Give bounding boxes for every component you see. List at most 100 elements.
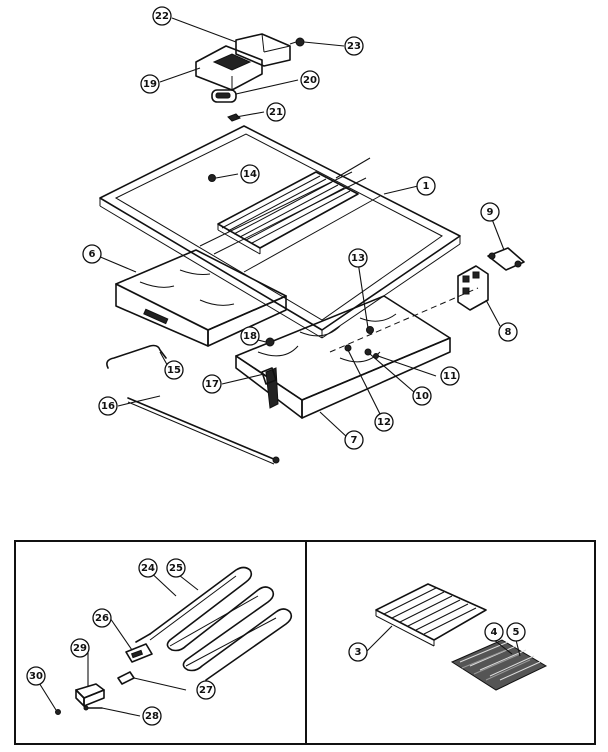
callout-circle — [240, 326, 260, 346]
leader-lines-left-panel — [35, 567, 199, 717]
part-pan-6 — [115, 249, 287, 347]
callout-number: 6 — [89, 249, 96, 260]
callout-4: 4 — [484, 622, 504, 642]
callout-circle — [240, 164, 260, 184]
callout-circle — [344, 36, 364, 56]
callout-23: 23 — [344, 36, 364, 56]
callout-24: 24 — [138, 558, 158, 578]
callout-number: 15 — [167, 365, 181, 376]
part-hardware-10-13 — [344, 326, 379, 359]
callout-number: 1 — [423, 181, 430, 192]
callout-circle — [82, 244, 102, 264]
part-wire-15 — [106, 344, 167, 369]
callout-number: 24 — [141, 563, 155, 574]
callout-number: 9 — [487, 207, 494, 218]
callout-circle — [480, 202, 500, 222]
part-screw-28 — [83, 705, 103, 711]
callout-number: 17 — [205, 379, 219, 390]
callout-circle — [202, 374, 222, 394]
part-grille-2 — [217, 171, 359, 255]
part-nut-18 — [265, 337, 275, 347]
callout-13: 13 — [348, 248, 368, 268]
part-bracket-17 — [261, 367, 277, 385]
callout-8: 8 — [498, 322, 518, 342]
callout-circle — [506, 622, 526, 642]
callout-22: 22 — [152, 6, 172, 26]
callout-21: 21 — [266, 102, 286, 122]
callout-circle — [348, 642, 368, 662]
callout-number: 21 — [269, 107, 283, 118]
callout-number: 7 — [351, 435, 358, 446]
callout-18: 18 — [240, 326, 260, 346]
callout-number: 18 — [243, 331, 257, 342]
callout-27: 27 — [196, 680, 216, 700]
callout-12: 12 — [374, 412, 394, 432]
callout-circle — [138, 558, 158, 578]
callout-11: 11 — [440, 366, 460, 386]
callout-circle — [374, 412, 394, 432]
callout-circle — [484, 622, 504, 642]
callout-circle — [348, 248, 368, 268]
callout-29: 29 — [70, 638, 90, 658]
part-terminal-9 — [487, 247, 525, 271]
callout-number: 26 — [95, 613, 109, 624]
callout-number: 13 — [351, 253, 365, 264]
callout-25: 25 — [166, 558, 186, 578]
callout-circle — [166, 558, 186, 578]
callout-14: 14 — [240, 164, 260, 184]
part-heating-element-24-25 — [135, 566, 293, 681]
part-bracket-26 — [125, 643, 153, 663]
callout-30: 30 — [26, 666, 46, 686]
part-pin-27 — [117, 671, 135, 685]
callout-number: 11 — [443, 371, 457, 382]
part-grille-3 — [375, 583, 487, 647]
callout-17: 17 — [202, 374, 222, 394]
callout-number: 10 — [415, 391, 429, 402]
part-bracket-8 — [457, 265, 489, 311]
callout-26: 26 — [92, 608, 112, 628]
callout-9: 9 — [480, 202, 500, 222]
part-block-29 — [75, 683, 105, 707]
callout-circle — [300, 70, 320, 90]
callout-16: 16 — [98, 396, 118, 416]
callout-number: 8 — [505, 327, 512, 338]
callout-5: 5 — [506, 622, 526, 642]
part-grommet-20 — [211, 89, 237, 103]
leader-lines-right-panel — [365, 625, 521, 657]
callout-7: 7 — [344, 430, 364, 450]
callout-6: 6 — [82, 244, 102, 264]
callout-circle — [152, 6, 172, 26]
callout-number: 3 — [355, 647, 362, 658]
part-rod-16 — [127, 397, 280, 465]
callout-circle — [164, 360, 184, 380]
part-washer-30 — [55, 709, 61, 715]
callout-number: 25 — [169, 563, 183, 574]
part-bracket-22 — [235, 33, 291, 67]
part-screw-23 — [289, 37, 305, 47]
callout-number: 4 — [491, 627, 498, 638]
callout-10: 10 — [412, 386, 432, 406]
callout-number: 19 — [143, 79, 157, 90]
callout-number: 16 — [101, 401, 115, 412]
callout-number: 20 — [303, 75, 317, 86]
callout-number: 30 — [29, 671, 43, 682]
callout-circle — [412, 386, 432, 406]
callout-circle — [440, 366, 460, 386]
callout-19: 19 — [140, 74, 160, 94]
callout-1: 1 — [416, 176, 436, 196]
part-mesh-4-5 — [450, 639, 548, 691]
callout-circle — [98, 396, 118, 416]
callout-15: 15 — [164, 360, 184, 380]
callout-circle — [140, 74, 160, 94]
leader-lines-top — [97, 17, 505, 439]
callout-28: 28 — [142, 706, 162, 726]
callout-number: 5 — [513, 627, 520, 638]
callout-circle — [70, 638, 90, 658]
part-housing-19 — [195, 45, 263, 91]
callout-3: 3 — [348, 642, 368, 662]
callout-circle — [92, 608, 112, 628]
callout-number: 28 — [145, 711, 159, 722]
callout-number: 12 — [377, 417, 391, 428]
